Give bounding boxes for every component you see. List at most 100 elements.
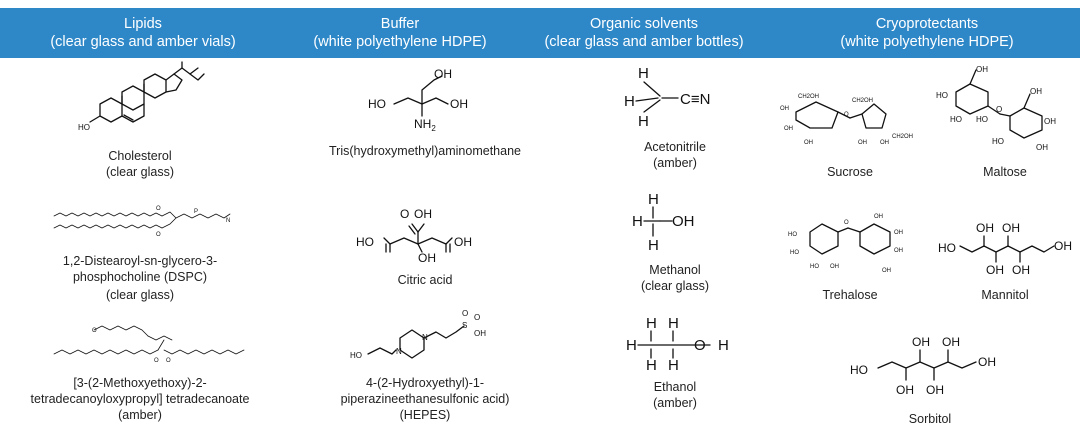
tris-structure: HO OH OH NH2: [368, 67, 468, 133]
hepes-n-label-2: N: [422, 333, 428, 342]
methoxy-lipid-structure: O O O: [53, 325, 245, 364]
mannitol-oh-2: OH: [1002, 221, 1020, 235]
mannitol-structure: HO OH OH OH OH OH: [938, 221, 1072, 277]
sucrose-ch2oh-3: CH2OH: [892, 134, 913, 140]
hepes-name-line1: 4-(2-Hydroxyethyl)-1-: [365, 376, 485, 390]
citric-oh-label-2: OH: [414, 207, 432, 221]
header-buffer-subtitle: (white polyethylene HDPE): [313, 34, 487, 50]
maltose-name: Maltose: [983, 165, 1027, 179]
ethanol-o-label: O: [694, 337, 706, 354]
header-lipids-title: Lipids: [124, 16, 162, 32]
ethanol-container: (amber): [653, 396, 697, 410]
sucrose-name: Sucrose: [827, 165, 873, 179]
methoxy-name-line1: [3-(2-Methoxyethoxy)-2-: [73, 376, 207, 390]
hepes-oh-label: OH: [474, 329, 486, 338]
sucrose-oh-3: OH: [804, 140, 813, 146]
ethanol-h-4: H: [668, 357, 679, 374]
citric-oh-label-3: OH: [418, 251, 436, 265]
trehalose-oh-3: OH: [894, 230, 903, 236]
maltose-structure: OH OH HO HO HO O HO OH OH: [936, 65, 1056, 152]
sucrose-structure: O CH2OH CH2OH CH2OH OH OH OH OH OH: [780, 94, 913, 146]
acetonitrile-cn-label: C≡N: [680, 91, 710, 108]
acetonitrile-h-bottom: H: [638, 113, 649, 130]
ethanol-name: Ethanol: [653, 380, 697, 394]
citric-acid-name: Citric acid: [397, 273, 453, 287]
mannitol-oh-5: OH: [1054, 239, 1072, 253]
category-header-bar: Lipids (clear glass and amber vials) Buf…: [0, 8, 1080, 58]
ethanol-h-3: H: [646, 357, 657, 374]
methanol-name: Methanol: [649, 263, 701, 277]
header-cryo-subtitle: (white polyethylene HDPE): [840, 34, 1014, 50]
ethanol-h-left: H: [626, 337, 637, 354]
trehalose-ho-3: HO: [810, 264, 819, 270]
sucrose-oh-2: OH: [784, 126, 793, 132]
sorbitol-oh-4: OH: [926, 383, 944, 397]
maltose-ho-4: HO: [992, 137, 1004, 146]
trehalose-ho-1: HO: [788, 232, 797, 238]
mannitol-ho-label: HO: [938, 241, 956, 255]
hepes-n-label-1: N: [396, 347, 402, 356]
tris-oh-label-2: OH: [434, 67, 452, 81]
header-solvents: Organic solvents (clear glass and amber …: [514, 8, 774, 58]
methoxy-name-line2: tetradecanoyloxypropyl] tetradecanoate: [30, 392, 250, 406]
acetonitrile-container: (amber): [653, 156, 697, 170]
citric-oh-label-1: OH: [454, 235, 472, 249]
acetonitrile-h-left: H: [624, 93, 635, 110]
methanol-h-left: H: [632, 213, 643, 230]
sorbitol-ho-label: HO: [850, 363, 868, 377]
acetonitrile-structure: H H H C≡N: [624, 65, 710, 130]
methoxy-ester-o-1: O: [154, 358, 159, 364]
dspc-p-label: P: [194, 209, 198, 215]
citric-acid-structure: HO OH O OH OH: [356, 207, 472, 265]
cholesterol-name: Cholesterol: [108, 149, 172, 163]
sucrose-bridge-o: O: [844, 112, 849, 118]
sorbitol-structure: HO OH OH OH OH OH: [850, 335, 996, 397]
maltose-ho-3: HO: [976, 115, 988, 124]
methanol-h-bottom: H: [648, 237, 659, 254]
header-cryoprotectants: Cryoprotectants (white polyethylene HDPE…: [774, 8, 1080, 58]
tris-nh2-label: NH2: [414, 117, 436, 133]
hepes-name-line3: (HEPES): [399, 408, 451, 422]
dspc-o-label-1: O: [156, 206, 161, 212]
trehalose-structure: O HO HO HO OH OH OH OH OH: [788, 214, 903, 274]
ethanol-structure: H H H H H O H: [626, 315, 729, 374]
maltose-oh-3: OH: [1044, 117, 1056, 126]
citric-o-label: O: [400, 207, 409, 221]
hepes-name-line2: piperazineethanesulfonic acid): [340, 392, 510, 406]
tris-oh-label-1: OH: [450, 97, 468, 111]
maltose-oh-4: OH: [1036, 143, 1048, 152]
cholesterol-structure: HO: [78, 61, 205, 132]
sorbitol-oh-5: OH: [978, 355, 996, 369]
methoxy-container: (amber): [118, 408, 162, 422]
hepes-structure: HO N N S O O OH: [350, 309, 486, 360]
methoxy-o-label: O: [92, 328, 97, 334]
header-buffer: Buffer (white polyethylene HDPE): [286, 8, 514, 58]
sorbitol-name: Sorbitol: [908, 412, 952, 426]
mannitol-oh-4: OH: [1012, 263, 1030, 277]
trehalose-oh-1: OH: [830, 264, 839, 270]
ethanol-h-1: H: [646, 315, 657, 332]
methanol-oh-label: OH: [672, 213, 695, 230]
header-lipids: Lipids (clear glass and amber vials): [0, 8, 286, 58]
dspc-n-label: N: [226, 218, 230, 224]
tris-ho-label: HO: [368, 97, 386, 111]
trehalose-name: Trehalose: [822, 288, 878, 302]
methanol-structure: H H H OH: [632, 191, 695, 254]
methanol-h-top: H: [648, 191, 659, 208]
methanol-container: (clear glass): [640, 279, 710, 293]
ethanol-h-right: H: [718, 337, 729, 354]
trehalose-oh-4: OH: [894, 248, 903, 254]
dspc-container: (clear glass): [105, 288, 175, 302]
trehalose-oh-5: OH: [882, 268, 891, 274]
cholesterol-ho-label: HO: [78, 123, 90, 132]
header-cryo-title: Cryoprotectants: [875, 16, 979, 32]
acetonitrile-h-top: H: [638, 65, 649, 82]
maltose-oh-2: OH: [1030, 87, 1042, 96]
hepes-s-label: S: [462, 321, 467, 330]
header-solvents-subtitle: (clear glass and amber bottles): [544, 34, 744, 50]
dspc-o-label-2: O: [156, 232, 161, 238]
trehalose-ho-2: HO: [790, 250, 799, 256]
mannitol-oh-1: OH: [976, 221, 994, 235]
dspc-structure: O O P N: [53, 206, 231, 238]
maltose-bridge-o: O: [996, 105, 1002, 114]
